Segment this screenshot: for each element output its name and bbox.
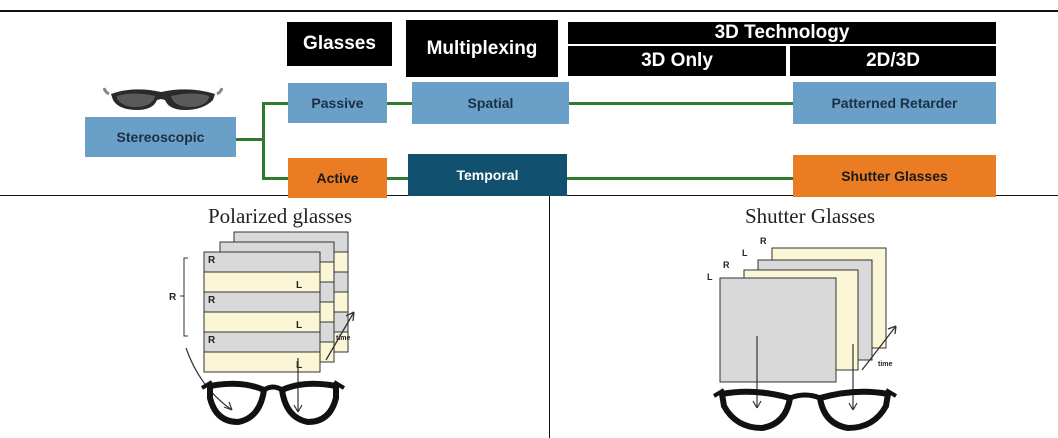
header-3d-technology: 3D Technology <box>568 22 996 44</box>
connector <box>262 177 289 180</box>
label-r: R <box>760 236 767 246</box>
label-l: L <box>707 272 713 282</box>
header-multiplexing: Multiplexing <box>406 20 558 77</box>
node-passive: Passive <box>288 83 387 123</box>
shutter-glasses-illustration: R L R L time <box>707 236 898 432</box>
eyeglasses-icon <box>200 380 346 426</box>
header-3d-only: 3D Only <box>568 46 786 76</box>
connector <box>387 177 409 180</box>
polarized-glasses-illustration: R R R L L L R time <box>169 231 355 426</box>
label-r: R <box>208 255 216 266</box>
label-l: L <box>296 320 302 331</box>
sunglasses-icon <box>103 87 223 110</box>
node-temporal: Temporal <box>408 154 567 196</box>
header-2d-3d: 2D/3D <box>790 46 996 76</box>
connector <box>387 102 413 105</box>
label-l: L <box>296 360 302 371</box>
connector <box>262 102 265 180</box>
label-time: time <box>878 361 893 368</box>
label-r: R <box>723 260 730 270</box>
connector <box>235 138 263 141</box>
connector <box>569 102 793 105</box>
header-glasses: Glasses <box>287 22 392 66</box>
label-r: R <box>208 335 216 346</box>
frame-front <box>203 251 321 373</box>
node-active: Active <box>288 158 387 198</box>
frame-front <box>719 277 837 383</box>
node-patterned-retarder: Patterned Retarder <box>793 82 996 124</box>
panel-divider <box>549 196 550 438</box>
label-l: L <box>742 248 748 258</box>
eyeglasses-icon <box>712 388 898 432</box>
node-stereoscopic: Stereoscopic <box>85 117 236 157</box>
label-r-group: R <box>169 292 177 303</box>
caption-shutter-glasses: Shutter Glasses <box>744 204 876 228</box>
node-spatial: Spatial <box>412 82 569 124</box>
connector <box>262 102 289 105</box>
label-l: L <box>296 280 302 291</box>
caption-polarized-glasses: Polarized glasses <box>207 204 353 228</box>
label-r: R <box>208 295 216 306</box>
node-shutter-glasses: Shutter Glasses <box>793 155 996 197</box>
top-rule <box>0 10 1058 12</box>
label-time: time <box>336 335 351 342</box>
connector <box>567 177 793 180</box>
